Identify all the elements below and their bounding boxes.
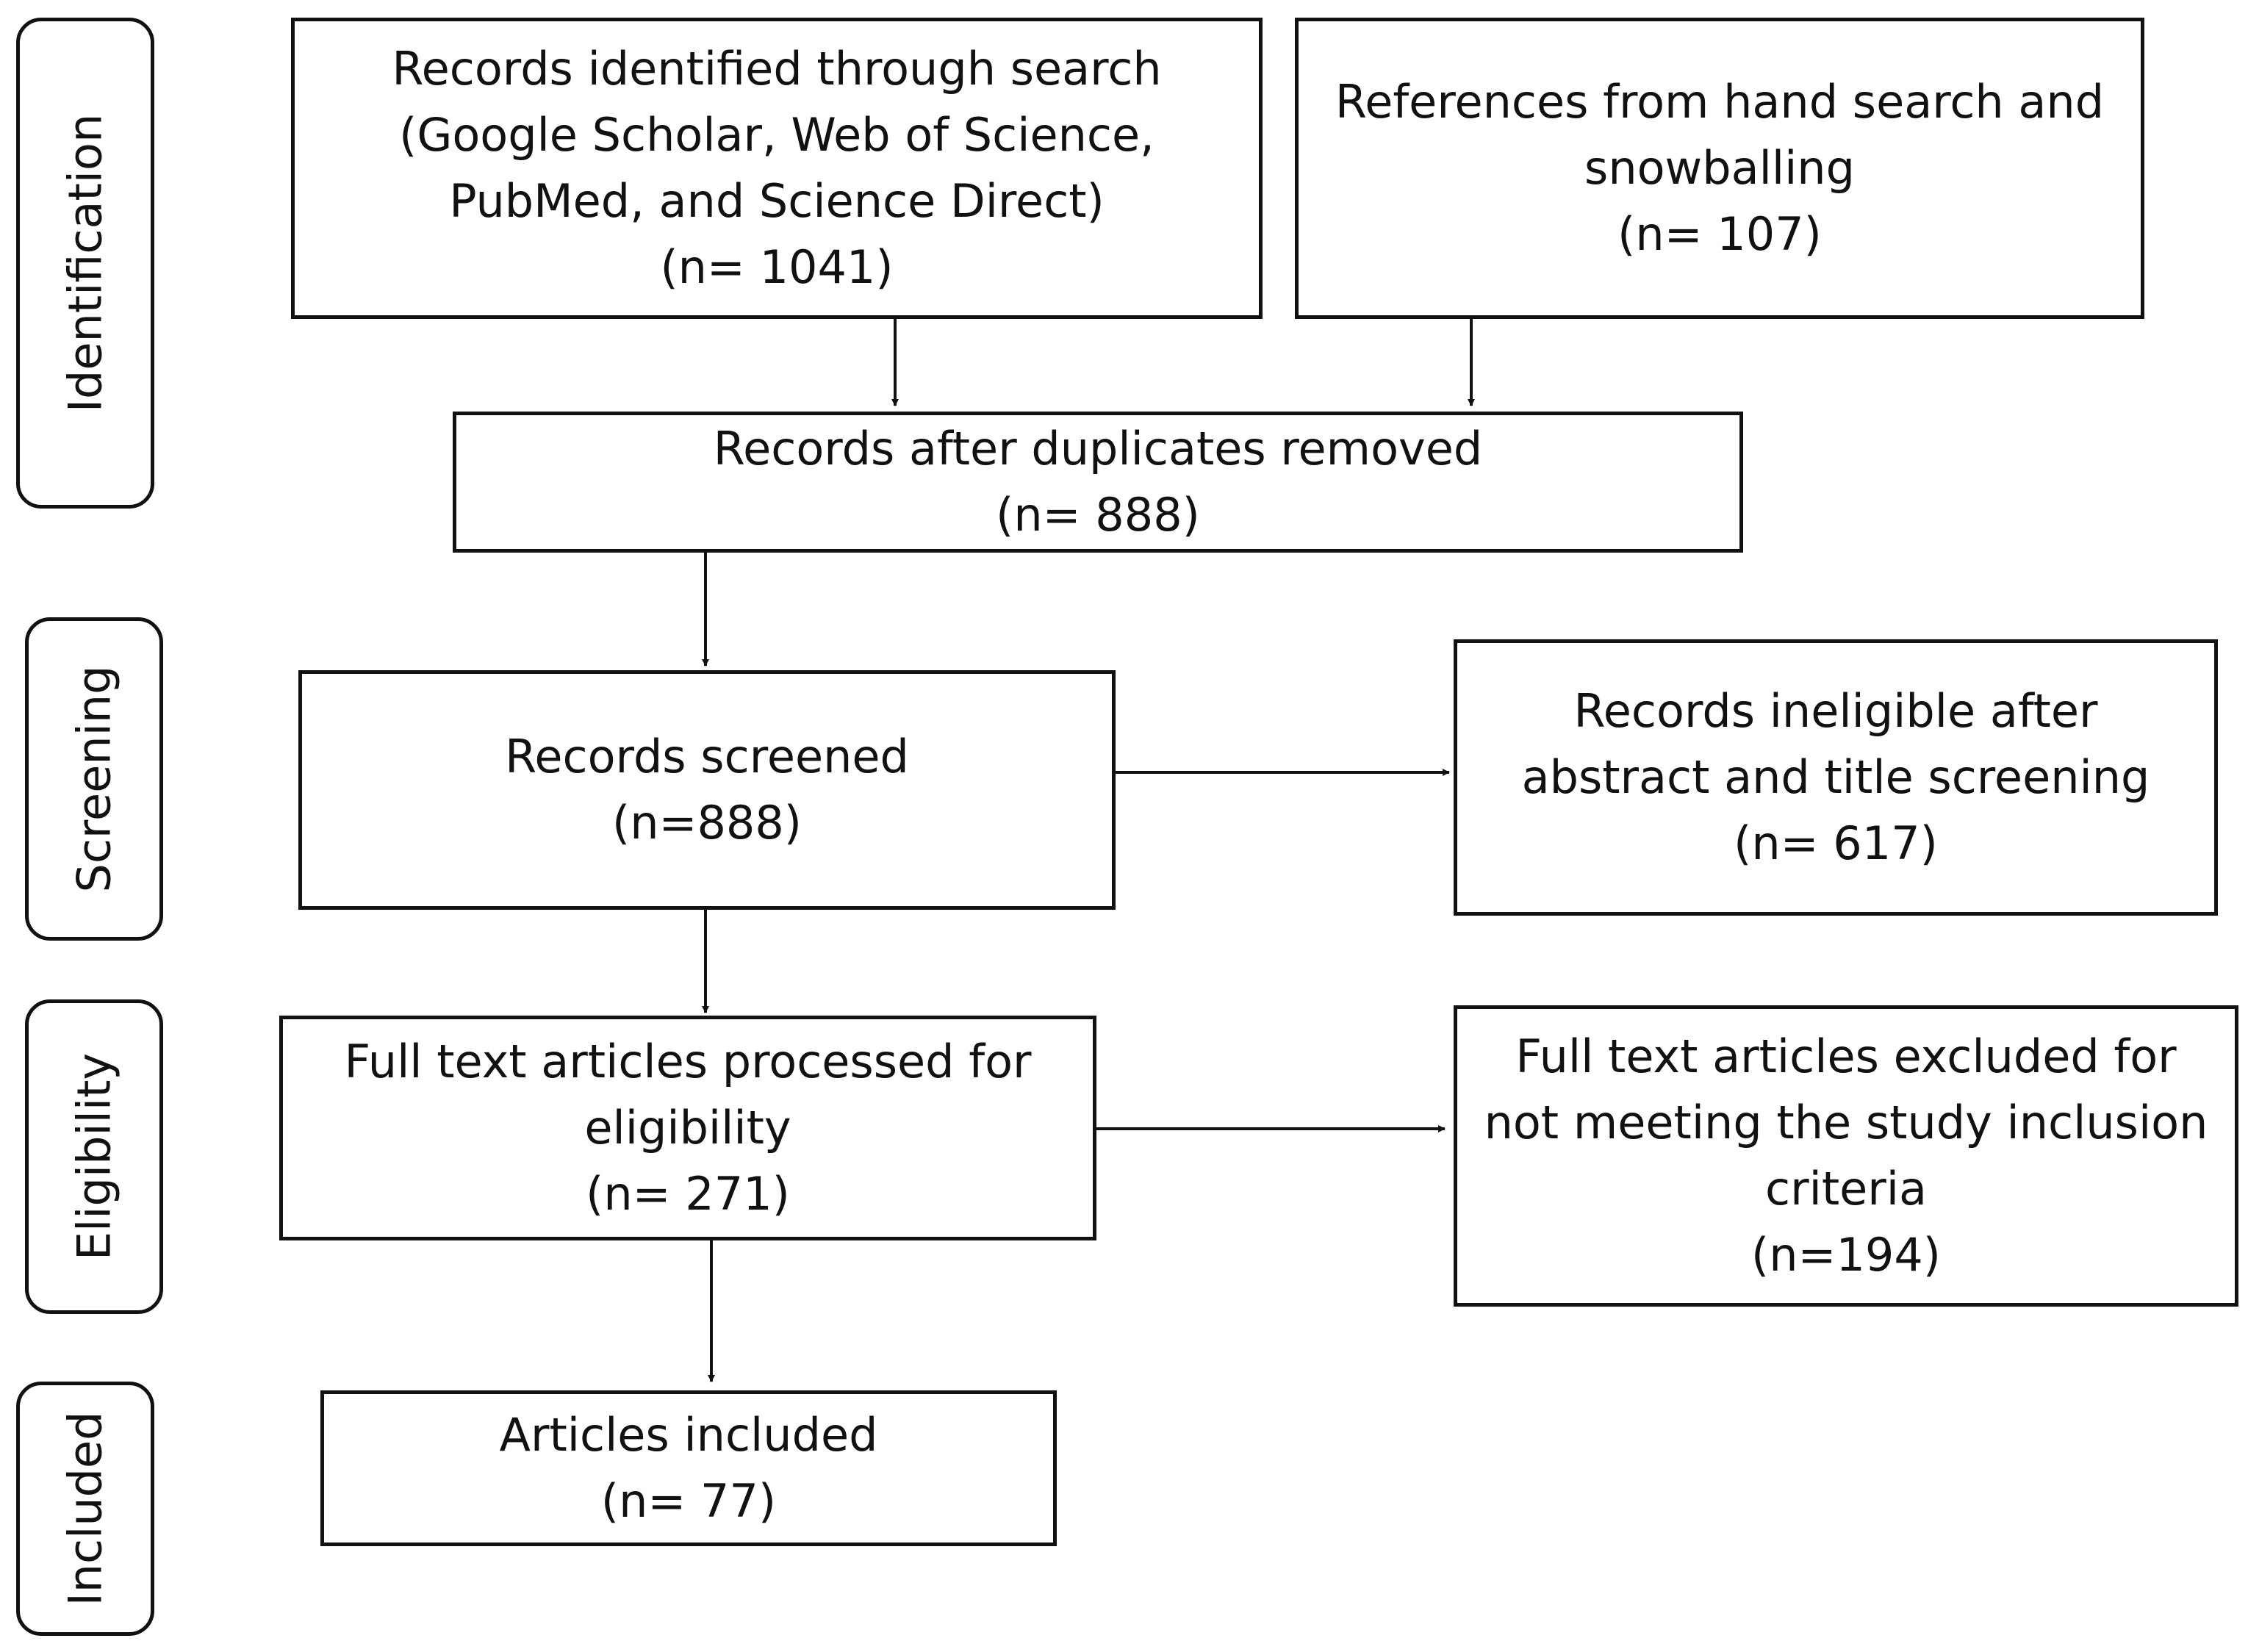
box-full-text-excluded: Full text articles excluded for not meet… [1454,1005,2238,1307]
box-line: Records after duplicates removed [713,422,1483,475]
box-line: criteria [1765,1162,1927,1215]
box-records-screened: Records screened (n=888) [298,670,1116,910]
box-line: Records ineligible after [1573,684,2098,738]
box-line: Full text articles processed for [344,1035,1032,1088]
box-count: (n= 77) [600,1474,777,1528]
stage-label-screening-text: Screening [67,665,121,893]
box-line: PubMed, and Science Direct) [449,174,1105,228]
box-line: Records identified through search [392,42,1162,96]
box-count: (n= 888) [996,488,1200,542]
stage-label-eligibility-text: Eligibility [67,1052,121,1261]
box-line: snowballing [1584,141,1855,195]
box-count: (n=888) [612,796,802,850]
box-line: eligibility [584,1101,791,1154]
stage-label-included: Included [16,1382,154,1636]
box-database-search: Records identified through search (Googl… [291,18,1263,319]
box-count: (n= 1041) [660,240,894,294]
box-count: (n= 271) [586,1167,790,1221]
box-count: (n=194) [1751,1228,1941,1282]
box-line: abstract and title screening [1521,750,2150,804]
box-line: (Google Scholar, Web of Science, [399,108,1154,162]
box-line: Articles included [499,1408,878,1462]
box-count: (n= 107) [1617,207,1822,261]
stage-label-eligibility: Eligibility [25,999,163,1314]
stage-label-identification: Identification [16,18,154,509]
box-hand-search: References from hand search and snowball… [1295,18,2144,319]
box-duplicates-removed: Records after duplicates removed (n= 888… [453,412,1743,553]
box-line: References from hand search and [1335,75,2105,129]
box-articles-included: Articles included (n= 77) [320,1390,1057,1546]
box-line: Full text articles excluded for [1515,1030,2177,1083]
box-full-text-assessed: Full text articles processed for eligibi… [279,1016,1096,1240]
box-records-ineligible: Records ineligible after abstract and ti… [1454,639,2218,916]
stage-label-included-text: Included [58,1411,112,1606]
box-count: (n= 617) [1734,816,1938,870]
stage-label-screening: Screening [25,617,163,941]
stage-label-identification-text: Identification [58,113,112,413]
box-line: Records screened [505,730,909,783]
box-line: not meeting the study inclusion [1484,1096,2208,1149]
